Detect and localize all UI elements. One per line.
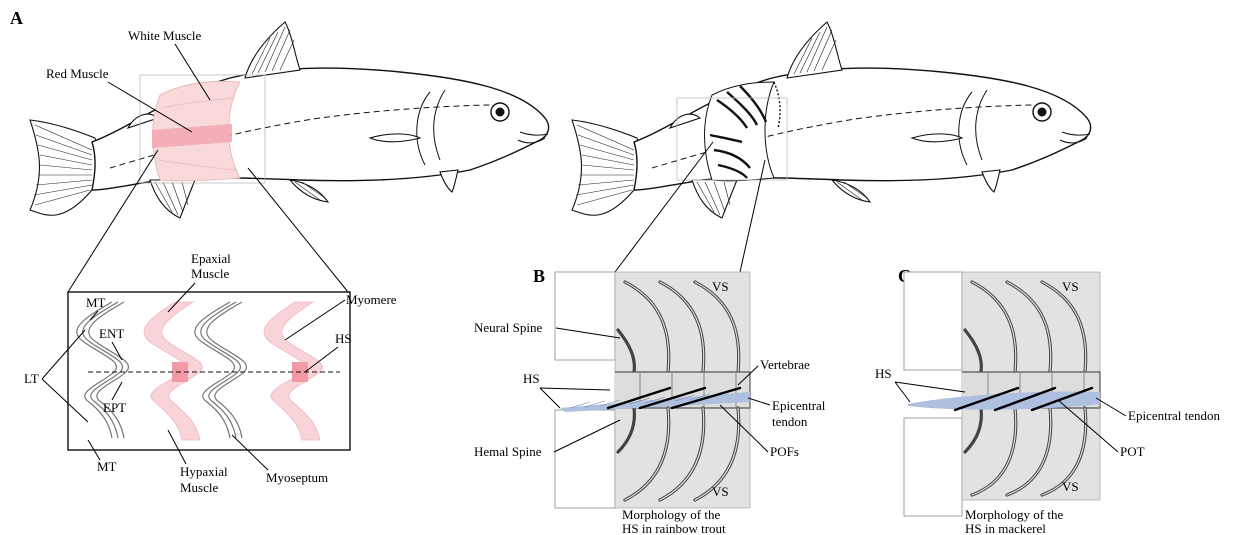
label-mt-top: MT	[86, 295, 106, 310]
label-hypaxial-1: Hypaxial	[180, 464, 228, 479]
label-epicentral-b-2: tendon	[772, 414, 808, 429]
panel-b-letter: B	[533, 266, 545, 286]
label-vs-top-b: VS	[712, 279, 729, 294]
caption-b-1: Morphology of the	[622, 507, 720, 522]
caption-c-2: HS in mackerel	[965, 521, 1046, 535]
label-pofs: POFs	[770, 444, 799, 459]
label-white-muscle: White Muscle	[128, 28, 202, 43]
label-vs-bottom-b: VS	[712, 484, 729, 499]
panel-b-diagram	[555, 272, 750, 508]
label-hs-a: HS	[335, 331, 352, 346]
label-ent: ENT	[99, 326, 124, 341]
label-red-muscle: Red Muscle	[46, 66, 109, 81]
caption-c-1: Morphology of the	[965, 507, 1063, 522]
label-epicentral-b-1: Epicentral	[772, 398, 826, 413]
label-hs-b: HS	[523, 371, 540, 386]
label-lt: LT	[24, 371, 39, 386]
label-pot: POT	[1120, 444, 1145, 459]
label-hs-c: HS	[875, 366, 892, 381]
label-ept: EPT	[103, 400, 126, 415]
label-vs-top-c: VS	[1062, 279, 1079, 294]
label-mt-bottom: MT	[97, 459, 117, 474]
label-hemal-spine: Hemal Spine	[474, 444, 542, 459]
fish-a	[30, 22, 549, 218]
label-epicentral-c: Epicentral tendon	[1128, 408, 1221, 423]
caption-b-2: HS in rainbow trout	[622, 521, 726, 535]
label-vertebrae: Vertebrae	[760, 357, 810, 372]
panel-a-letter: A	[10, 8, 23, 28]
label-neural-spine: Neural Spine	[474, 320, 542, 335]
label-myoseptum: Myoseptum	[266, 470, 328, 485]
label-epaxial-1: Epaxial	[191, 251, 231, 266]
label-vs-bottom-c: VS	[1062, 479, 1079, 494]
label-myomere: Myomere	[346, 292, 397, 307]
fish-b	[572, 22, 1091, 218]
label-hypaxial-2: Muscle	[180, 480, 219, 495]
label-epaxial-2: Muscle	[191, 266, 230, 281]
